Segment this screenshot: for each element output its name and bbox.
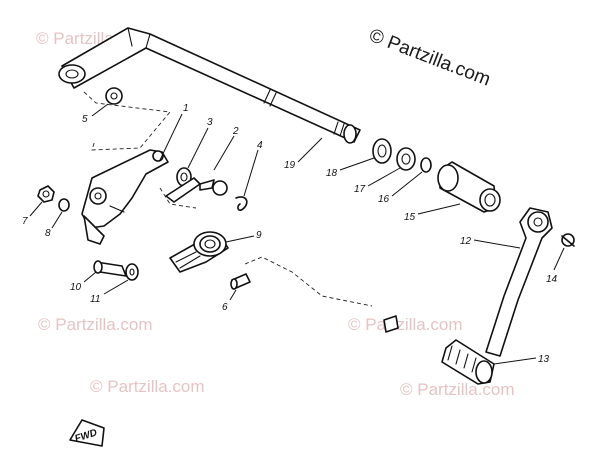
leader-10 xyxy=(83,271,97,283)
leader-19 xyxy=(297,137,323,163)
watermark-bottom-left: © Partzilla.com xyxy=(90,377,205,396)
callout-2: 2 xyxy=(232,126,239,137)
leader-16 xyxy=(391,171,423,197)
assembly-line-left xyxy=(83,91,171,151)
pedal-pin xyxy=(383,315,399,333)
assembly-line-lower xyxy=(244,256,373,307)
callout-3: 3 xyxy=(207,117,213,128)
callout-1: 1 xyxy=(183,103,189,114)
callout-16: 16 xyxy=(378,194,390,205)
clip-2 xyxy=(165,177,228,203)
shift-pedal xyxy=(485,207,553,357)
leader-8 xyxy=(51,211,63,229)
washer-11 xyxy=(125,263,139,281)
washer-5 xyxy=(105,87,123,105)
callout-9: 9 xyxy=(256,230,262,241)
leader-9 xyxy=(225,235,255,243)
leader-3 xyxy=(187,127,209,169)
shift-arm-assembly xyxy=(81,149,169,245)
leader-18 xyxy=(339,157,375,171)
leader-5 xyxy=(91,103,109,117)
leader-1 xyxy=(159,113,183,161)
washer-8 xyxy=(58,198,70,212)
shift-shaft xyxy=(58,27,361,144)
washer-17 xyxy=(396,147,416,171)
leader-11 xyxy=(103,279,129,295)
callout-4: 4 xyxy=(257,140,263,151)
callout-10: 10 xyxy=(70,282,82,293)
leader-15 xyxy=(417,203,461,215)
callout-15: 15 xyxy=(404,212,416,223)
callout-17: 17 xyxy=(354,184,366,195)
watermark-mid-right: © Partzilla.com xyxy=(348,315,463,334)
leader-12 xyxy=(473,239,521,249)
leader-2 xyxy=(213,135,235,171)
callout-19: 19 xyxy=(284,160,296,171)
boot-15 xyxy=(437,161,501,213)
callout-7: 7 xyxy=(22,216,28,227)
bolt-14 xyxy=(561,233,575,247)
nut-7 xyxy=(37,185,55,203)
callout-5: 5 xyxy=(82,114,88,125)
fwd-arrow-badge: FWD xyxy=(69,419,105,447)
callout-12: 12 xyxy=(460,236,472,247)
pedal-rubber xyxy=(441,339,495,385)
leader-17 xyxy=(367,167,401,187)
watermark-bottom-right: © Partzilla.com xyxy=(400,380,515,399)
callout-6: 6 xyxy=(222,302,228,313)
callout-8: 8 xyxy=(45,228,51,239)
spring-9 xyxy=(169,231,229,273)
clip-4 xyxy=(235,196,248,211)
leader-7 xyxy=(29,201,43,217)
watermark-mid-left: © Partzilla.com xyxy=(38,315,153,334)
seal-18 xyxy=(372,138,392,164)
copyright-label: © Partzilla.com xyxy=(366,25,493,90)
clip-16 xyxy=(420,157,432,173)
callout-11: 11 xyxy=(90,294,100,305)
callout-13: 13 xyxy=(538,354,550,365)
leader-6 xyxy=(229,289,237,301)
bolt-10 xyxy=(93,260,127,277)
assembly-line-clip xyxy=(159,187,197,209)
callout-18: 18 xyxy=(326,168,338,179)
leader-13 xyxy=(493,357,537,365)
pin-6 xyxy=(230,273,251,290)
leader-14 xyxy=(553,247,565,271)
leader-4 xyxy=(243,149,259,197)
callout-14: 14 xyxy=(546,274,558,285)
